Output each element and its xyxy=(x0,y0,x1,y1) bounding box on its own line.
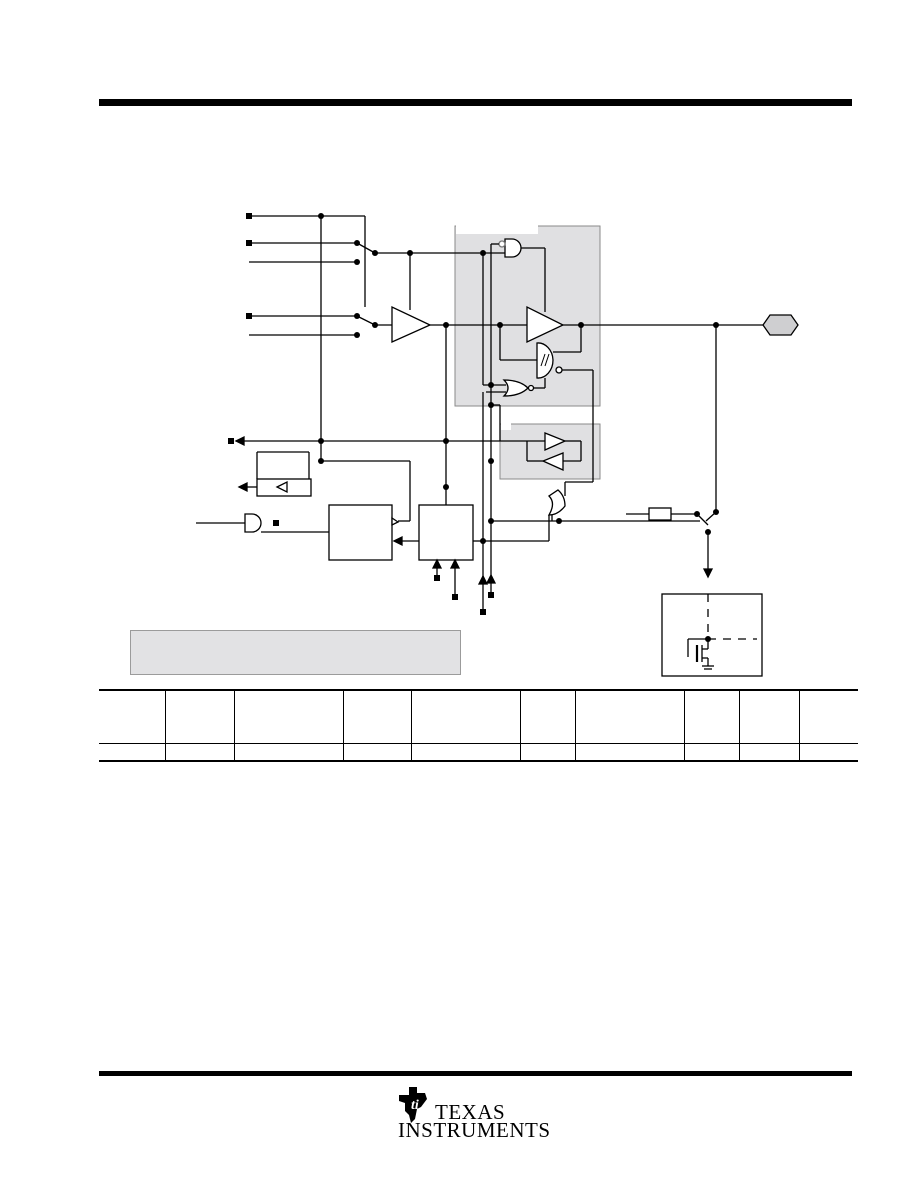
ti-state-icon: ti xyxy=(399,1087,427,1123)
table-cell xyxy=(739,743,800,762)
interrupt-and-gate xyxy=(244,513,262,533)
input-buffer xyxy=(391,305,432,344)
table-header-cell xyxy=(165,689,235,744)
table-cell xyxy=(343,743,412,762)
table-header-cell xyxy=(343,689,412,744)
header-rule xyxy=(99,99,852,106)
interrupt-edge-block xyxy=(328,504,393,561)
region-notch xyxy=(456,224,538,234)
table-header-cell xyxy=(411,689,521,744)
table-header-cell xyxy=(99,689,166,744)
table-row xyxy=(99,743,858,762)
bus-keeper-notch xyxy=(501,422,511,430)
enable-and-gate xyxy=(504,238,522,258)
footer-rule xyxy=(99,1071,852,1076)
pin-function-table xyxy=(99,689,858,762)
table-cell xyxy=(411,743,521,762)
nor-gate xyxy=(502,379,529,397)
table-cell xyxy=(575,743,685,762)
table-header-cell xyxy=(234,689,344,744)
pull-resistor xyxy=(648,507,672,521)
note-box xyxy=(130,630,461,675)
input-terminals xyxy=(246,213,252,319)
pull-direction-box xyxy=(661,593,763,677)
table-header-cell xyxy=(684,689,740,744)
table-cell xyxy=(165,743,235,762)
brand-line-1: TEXAS xyxy=(435,1100,506,1124)
table-cell xyxy=(99,743,166,762)
mux-switch-1 xyxy=(356,242,480,254)
texas-instruments-logo: ti TEXAS INSTRUMENTS xyxy=(395,1085,555,1143)
table-cell xyxy=(520,743,576,762)
table-header-row xyxy=(99,689,858,744)
table-header-cell xyxy=(520,689,576,744)
bus-keeper-region xyxy=(499,423,601,480)
svg-text:ti: ti xyxy=(411,1098,419,1113)
table-cell xyxy=(234,743,344,762)
table-cell xyxy=(684,743,740,762)
output-driver xyxy=(526,305,565,344)
table-header-cell xyxy=(575,689,685,744)
schmitt-nand-gate xyxy=(536,342,554,379)
brand-line-2: INSTRUMENTS xyxy=(398,1118,551,1142)
table-header-cell xyxy=(739,689,800,744)
pull-or-gate xyxy=(547,489,566,516)
table-header-cell xyxy=(799,689,858,744)
input-lines xyxy=(249,215,366,461)
table-cell xyxy=(799,743,858,762)
junction-dots xyxy=(318,213,719,642)
interrupt-flag-block xyxy=(418,504,474,561)
io-pad xyxy=(762,314,799,336)
